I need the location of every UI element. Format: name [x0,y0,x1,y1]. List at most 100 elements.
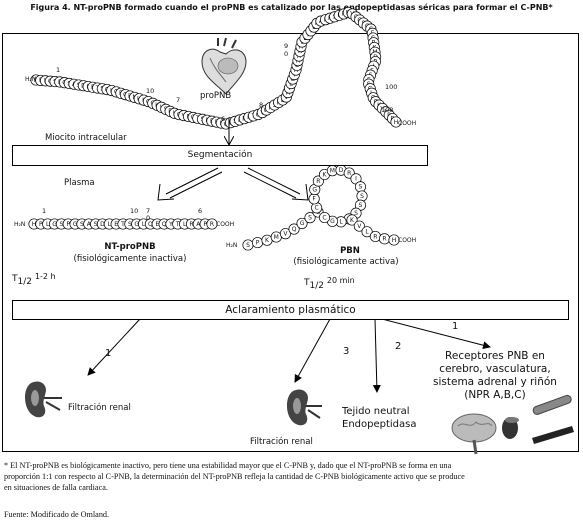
residue-letter: M [274,234,279,241]
top-num-100: 100 [385,83,398,91]
residue-letter: R [382,236,386,243]
residue-bead [318,211,331,224]
nt-num-0: 0 [146,214,151,222]
residue-letter: P [256,239,260,246]
residue-letter: G [300,220,305,227]
top-num-8: 8 [259,101,264,109]
plasma-label: Plasma [64,178,95,188]
residue-letter: R [210,221,214,228]
residue-letter: I [355,176,357,183]
residue-letter: L [365,229,369,236]
residue-bead [288,223,300,235]
residue-letter: T [120,221,125,228]
residue-letter: H [392,237,397,244]
arrow-renal-left [87,318,141,376]
residue-letter: L [142,221,146,228]
residue-letter: Q [162,221,167,228]
arrow-renal-mid [294,318,331,383]
artery-icon [532,426,574,444]
residue-bead [304,212,316,224]
residue-bead [353,220,365,232]
top-h2n: H₂N [25,76,37,83]
receptors-label: Receptores PNB en cerebro, vasculatura, … [433,350,557,401]
residue-letter: E [114,221,118,228]
residue-letter: G [73,221,78,228]
nt-num-10: 10 [130,207,139,215]
residue-bead [346,214,358,226]
top-num-0: 0 [284,50,289,58]
arrow-nep [372,318,381,393]
residue-letter: R [189,221,193,228]
kidney-icon-2 [287,389,322,426]
residue-letter: G [134,221,139,228]
kidney-icon [25,381,62,418]
pbn-status: (fisiológicamente activa) [293,257,399,267]
pbn-h2n: H₂N [226,242,238,249]
residue-letter: S [308,214,312,221]
segmentacion-box: Segmentación [12,145,428,166]
residue-letter: Q [292,226,297,233]
residue-letter: E [155,221,159,228]
vessel-icon [532,394,572,415]
residue-letter: P [39,221,43,228]
nt-cooh: COOH [216,221,235,228]
top-num-108: 108 [381,106,394,114]
miocito-label: Miocito intracelular [45,133,127,143]
residue-bead [296,217,308,229]
residue-letter: G [330,218,335,225]
nt-num-7: 7 [146,207,151,215]
diagram-frame [2,33,579,452]
residue-letter: S [128,221,132,228]
residue-letter: L [46,221,50,228]
pathway-nep-number: 2 [395,341,402,352]
residue-letter: S [59,221,63,228]
heart-icon [201,37,247,95]
brain-icon [451,413,497,455]
top-num-6: 6 [221,115,226,123]
residue-letter: A [196,221,201,228]
aclaramiento-box: Aclaramiento plasmático [12,300,569,320]
residue-letter: Y [168,221,173,228]
residue-letter: P [203,221,207,228]
residue-letter: S [359,202,363,209]
residue-letter: R [316,178,320,185]
residue-bead [206,218,218,230]
aclaramiento-label: Aclaramiento plasmático [225,304,356,316]
ntpropnb-status: (fisiológicamente inactiva) [73,254,187,264]
top-num-9: 9 [284,42,289,50]
residue-letter: G [312,186,317,193]
renal-left-label: Filtración renal [68,403,131,413]
pathway-rec-number: 1 [452,321,459,332]
residue-letter: L [108,221,112,228]
top-num-7: 7 [176,96,181,104]
renal-mid-label: Filtración renal [250,437,313,447]
residue-bead [388,234,400,246]
nep-label-1: Tejido neutral [342,406,410,417]
ntpropnb-name: NT-proPNB [104,242,156,252]
split-arrow-right [243,167,309,201]
pbn-chain: SPKMVQGSGCFGRKMDRISSSSGLGCKVLRRH [242,164,400,251]
top-cooh: COOH [398,120,417,127]
nt-num-6: 6 [198,207,203,215]
residue-letter: K [323,171,328,178]
figure-title: Figura 4. NT-proPNB formado cuando el pr… [30,3,553,12]
residue-letter: C [315,205,319,212]
residue-letter: H [32,221,37,228]
residue-letter: L [339,219,343,226]
top-num-1: 1 [56,66,61,74]
residue-letter: C [322,214,326,221]
residue-letter: S [246,242,250,249]
residue-letter: D [339,167,344,174]
pathway-left-number: 1 [105,348,112,359]
segmentacion-label: Segmentación [187,150,253,160]
residue-letter: L [183,221,187,228]
adrenal-icon [502,417,519,439]
pbn-thalf: T1/2 20 min [304,276,355,291]
residue-letter: S [80,221,84,228]
top-num-10: 10 [146,87,155,95]
propnb-chain: HPLGSPGSASDLETSGLQEQRNHLQGKLSELQVEQTSLEP… [30,6,402,130]
residue-letter: G [52,221,57,228]
residue-letter: R [373,233,377,240]
